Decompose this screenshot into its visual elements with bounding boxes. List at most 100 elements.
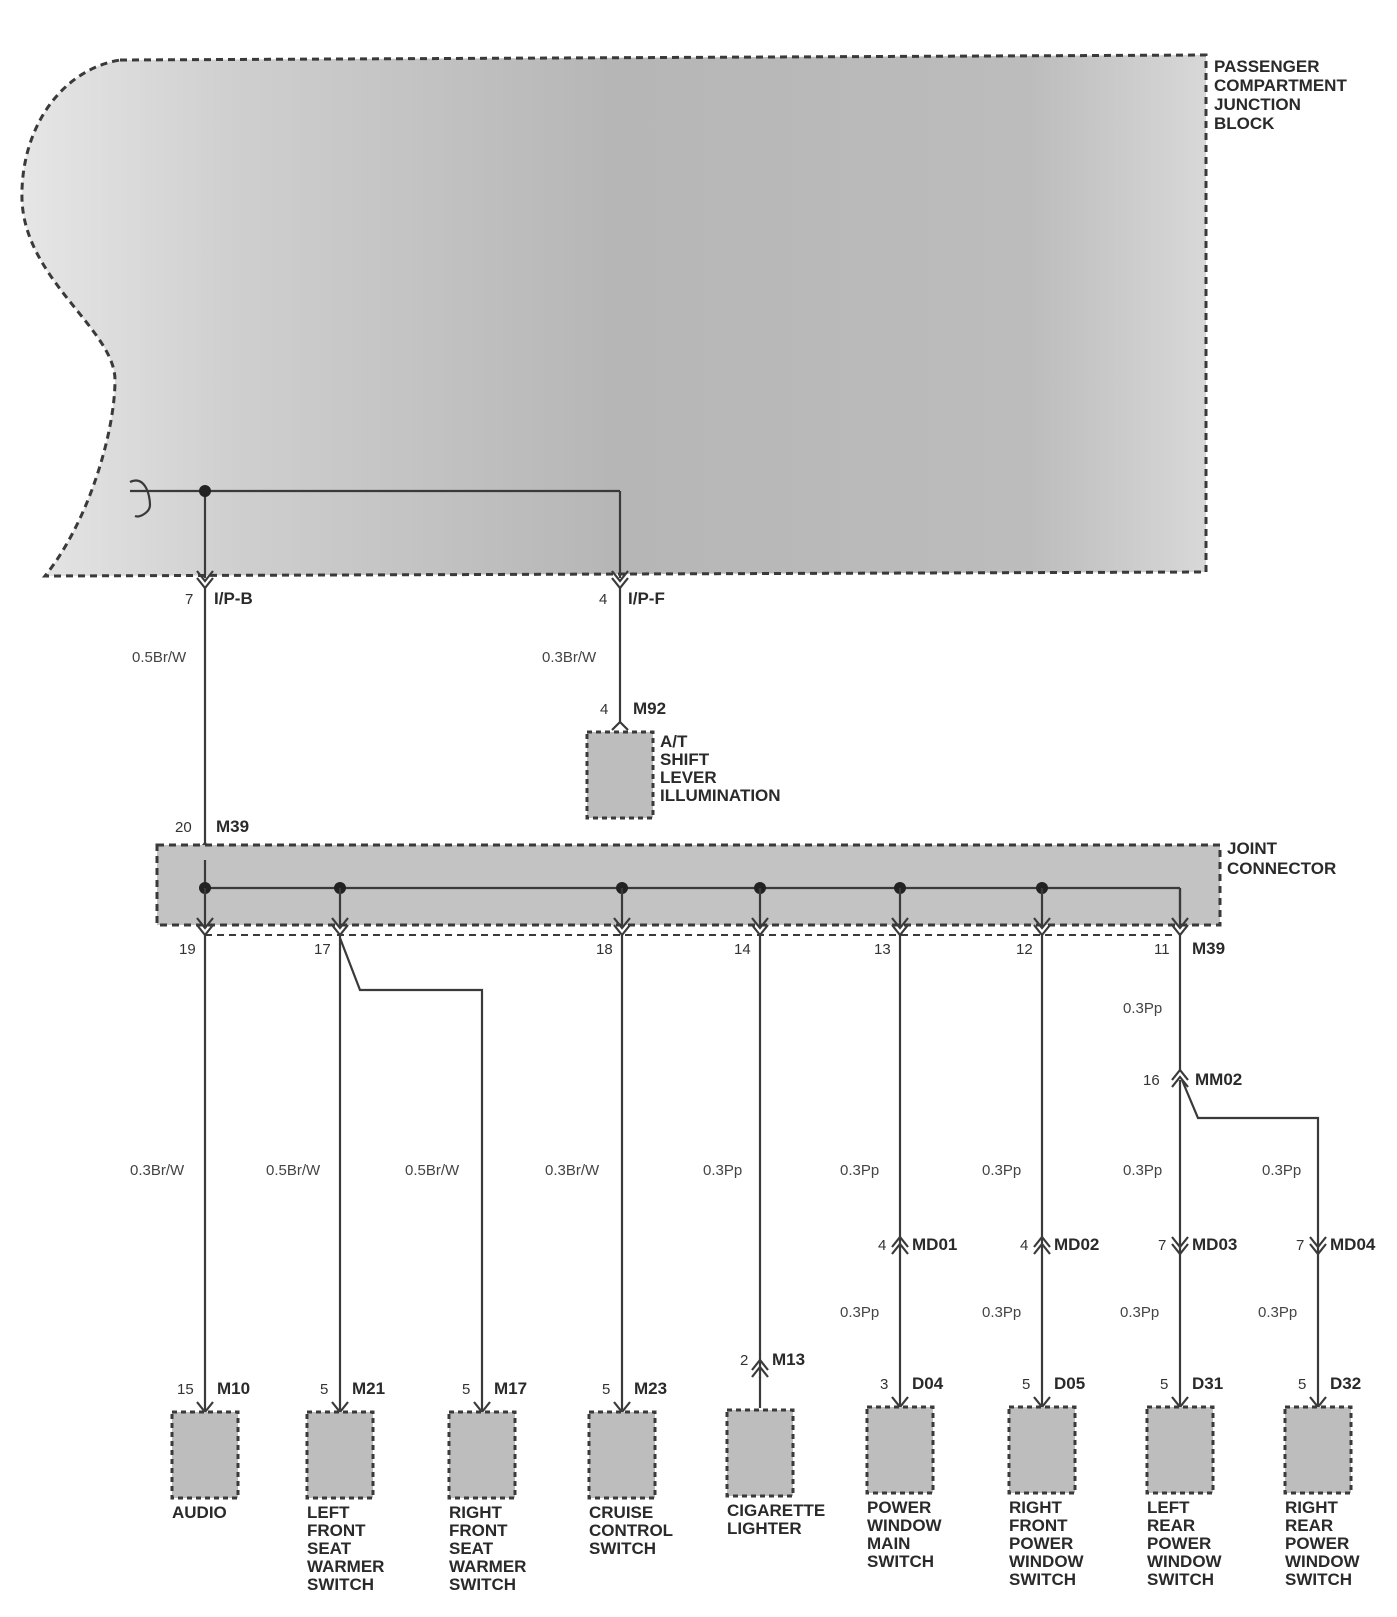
- component-label: AUDIO: [172, 1503, 227, 1522]
- pin-number: 5: [1160, 1376, 1168, 1393]
- joint-bus: [199, 860, 1182, 918]
- pin-number: 11: [1154, 941, 1170, 958]
- connector-ip-b: 7 I/P-B: [185, 570, 253, 608]
- connector-md01: 4 MD01 0.3Pp: [840, 1235, 957, 1321]
- connector-label: MM02: [1195, 1070, 1242, 1089]
- m39-output-19: 19: [179, 888, 214, 958]
- wire-label-after: 0.3Pp: [1120, 1304, 1159, 1321]
- connector-label: D04: [912, 1374, 944, 1393]
- wire-label-after: 0.3Pp: [982, 1304, 1021, 1321]
- connector-md02: 4 MD02 0.3Pp: [982, 1235, 1099, 1321]
- connector-md04: 7 MD04 0.3Pp: [1258, 1235, 1376, 1321]
- component-box: [1285, 1407, 1351, 1493]
- svg-text:I/P-B: I/P-B: [214, 589, 253, 608]
- connector-label: M10: [217, 1379, 250, 1398]
- wire-right-rear-window: [1180, 1079, 1320, 1410]
- pin-number: 13: [874, 941, 891, 958]
- component-box: [1009, 1407, 1075, 1493]
- joint-connector: [155, 843, 1222, 936]
- svg-text:M39: M39: [216, 817, 249, 836]
- pin-number: 17: [314, 941, 331, 958]
- connector-label: MD02: [1054, 1235, 1099, 1254]
- pin-number: 7: [1158, 1237, 1166, 1254]
- connector-label: M39: [1192, 939, 1225, 958]
- pin-number: 19: [179, 941, 196, 958]
- wire-label-mm02-in: 0.3Pp: [1123, 1000, 1162, 1017]
- component-box: [449, 1412, 515, 1498]
- svg-text:4: 4: [599, 591, 607, 608]
- joint-connector-label: JOINT CONNECTOR: [1227, 839, 1336, 878]
- connector-label: D32: [1330, 1374, 1361, 1393]
- connector-label: M23: [634, 1379, 667, 1398]
- pin-number: 3: [880, 1376, 888, 1393]
- connector-label: D31: [1192, 1374, 1223, 1393]
- component-box: [867, 1407, 933, 1493]
- wire-label-after: 0.3Pp: [840, 1304, 879, 1321]
- component-box: [727, 1410, 793, 1496]
- pin-number: 2: [740, 1352, 748, 1369]
- junction-block-label: PASSENGER COMPARTMENT JUNCTION BLOCK: [1214, 57, 1352, 133]
- wire-label-1: 0.5Br/W: [266, 1162, 321, 1179]
- connector-label: MD04: [1330, 1235, 1376, 1254]
- shift-lever-illumination: 4 M92 A/T SHIFT LEVER ILLUMINATION: [585, 699, 781, 820]
- wire-label-4: 0.3Pp: [703, 1162, 742, 1179]
- pin-number: 14: [734, 941, 751, 958]
- connector-ip-f: 4 I/P-F: [599, 570, 665, 608]
- pin-number: 7: [1296, 1237, 1304, 1254]
- wire-label-ipb: 0.5Br/W: [132, 649, 187, 666]
- wire-label-7: 0.3Pp: [1123, 1162, 1162, 1179]
- wire-label-ipf: 0.3Br/W: [542, 649, 597, 666]
- m39-output-12: 12: [1016, 888, 1051, 958]
- junction-internal-wires: [129, 479, 622, 578]
- pin-number: 5: [1298, 1376, 1306, 1393]
- connector-label: M21: [352, 1379, 385, 1398]
- svg-text:7: 7: [185, 591, 193, 608]
- junction-block: [20, 53, 1208, 578]
- connector-label: M17: [494, 1379, 527, 1398]
- pin-number: 5: [1022, 1376, 1030, 1393]
- wire-label-5: 0.3Pp: [840, 1162, 879, 1179]
- m39-output-17: 17: [314, 888, 349, 958]
- pin-number: 4: [878, 1237, 886, 1254]
- svg-text:M92: M92: [633, 699, 666, 718]
- svg-text:20: 20: [175, 819, 192, 836]
- pin-number: 4: [1020, 1237, 1028, 1254]
- svg-text:4: 4: [600, 701, 608, 718]
- m39-output-14: 14: [734, 888, 769, 958]
- pin-number: 5: [462, 1381, 470, 1398]
- pin-number: 5: [602, 1381, 610, 1398]
- component-box: [589, 1412, 655, 1498]
- connector-label: M13: [772, 1350, 805, 1369]
- wire-label-8: 0.3Pp: [1262, 1162, 1301, 1179]
- wire-label-0: 0.3Br/W: [130, 1162, 185, 1179]
- pin-number: 15: [177, 1381, 194, 1398]
- svg-text:A/T SHIFT LEVER: A/T SHIFT LEVER ILLUMINATION: [660, 732, 781, 805]
- m39-output-13: 13: [874, 888, 909, 958]
- wire-label-after: 0.3Pp: [1258, 1304, 1297, 1321]
- pin-number: 5: [320, 1381, 328, 1398]
- connector-label: MD01: [912, 1235, 957, 1254]
- component-box: [307, 1412, 373, 1498]
- wire-label-6: 0.3Pp: [982, 1162, 1021, 1179]
- wire-right-seat-warmer: [338, 937, 484, 1410]
